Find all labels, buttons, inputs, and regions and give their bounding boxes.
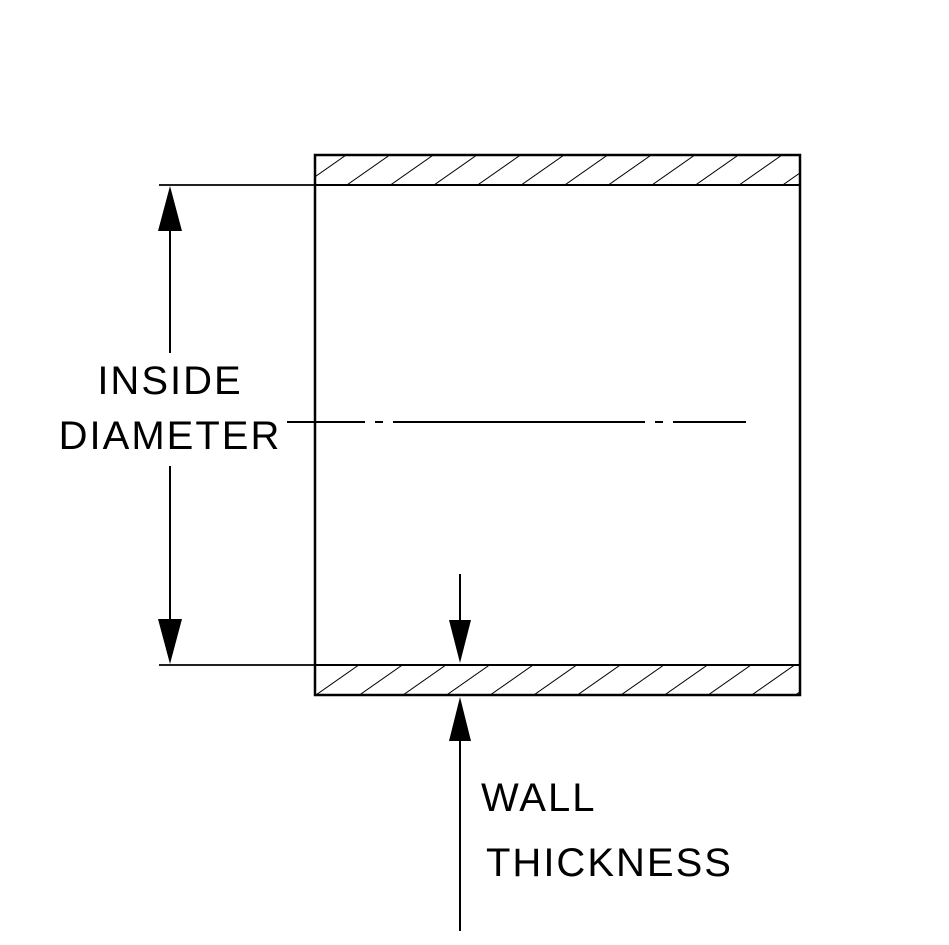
tube-body-outline [313,153,802,697]
tube-wall-top-hatch [314,154,801,186]
wall-thickness-dimension: WALL THICKNESS [449,574,733,931]
tube-body [287,153,802,697]
arrowhead-down-icon [158,619,182,664]
tube-wall-bottom-hatch [314,664,801,696]
inside-diameter-label-line2: DIAMETER [59,414,282,458]
arrowhead-down-icon [449,620,471,663]
arrowhead-up-icon [158,186,182,231]
wall-thickness-label-line2: THICKNESS [486,841,733,885]
arrowhead-up-icon [449,697,471,741]
inside-diameter-dimension: INSIDE DIAMETER [59,184,315,666]
inside-diameter-label-line1: INSIDE [97,359,242,403]
wall-thickness-label-line1: WALL [481,776,596,820]
